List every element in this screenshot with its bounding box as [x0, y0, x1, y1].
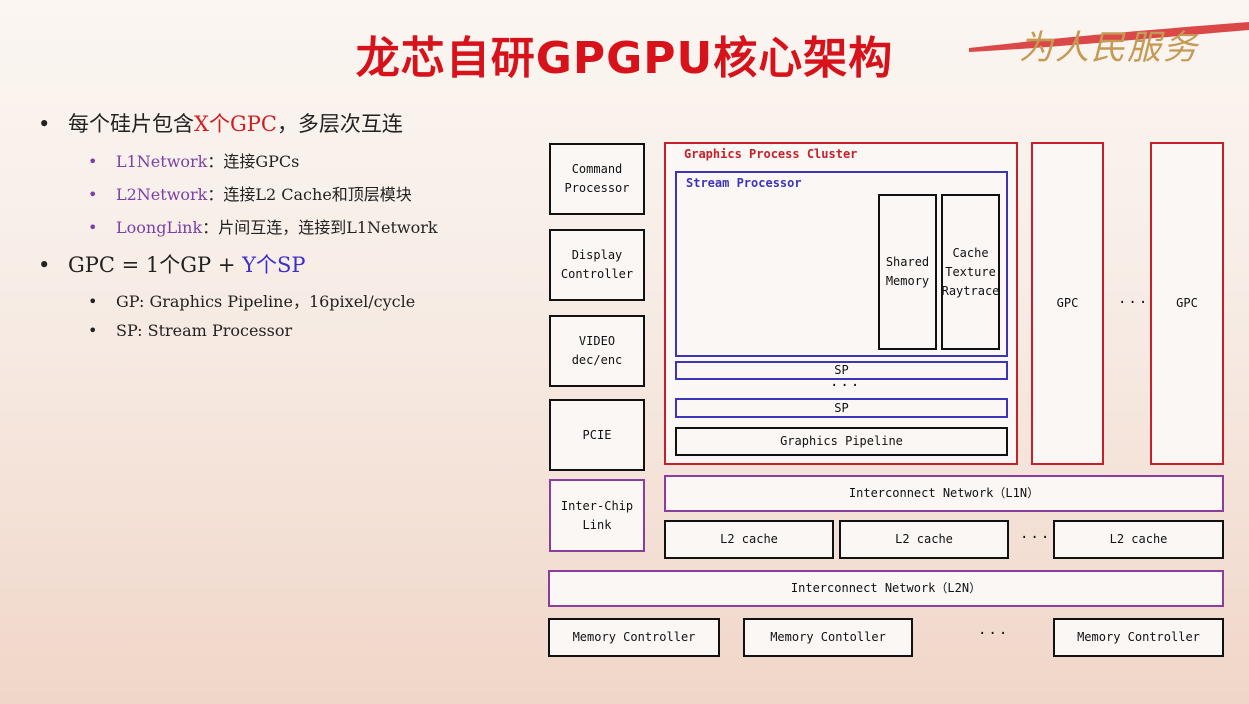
bullet-l2network: •L2Network：连接L2 Cache和顶层模块 — [88, 185, 412, 204]
l2-cache-2: L2 cache — [839, 520, 1009, 559]
sp-row-1: SP — [675, 361, 1008, 380]
logo-brush-stroke-icon — [969, 22, 1249, 52]
sp-row-2: SP — [675, 398, 1008, 418]
logo: 为人民服务 — [959, 10, 1249, 70]
slide-title: 龙芯自研GPGPU核心架构 — [355, 33, 894, 84]
memory-controller-ellipsis: ··· — [978, 626, 1010, 642]
graphics-pipeline-block: Graphics Pipeline — [675, 427, 1008, 456]
gpc-block-b: GPC — [1150, 142, 1224, 465]
sp-ellipsis: ··· — [830, 378, 862, 394]
interconnect-network-l2n: Interconnect Network（L2N） — [548, 570, 1224, 607]
l2-cache-ellipsis: ··· — [1020, 530, 1052, 546]
l2-cache-1: L2 cache — [664, 520, 834, 559]
logo-calligraphy: 为人民服务 — [1019, 28, 1199, 68]
memory-controller-1: Memory Controller — [548, 618, 720, 657]
gpc-cluster-title: Graphics Process Cluster — [684, 147, 858, 161]
gpc-block-a: GPC — [1031, 142, 1104, 465]
bullet-gpc-composition: •GPC = 1个GP + Y个SP — [38, 253, 306, 277]
interconnect-network-l1n: Interconnect Network（L1N） — [664, 475, 1224, 512]
bullet-loonglink: •LoongLink：片间互连，连接到L1Network — [88, 218, 438, 237]
bullet-gp: •GP: Graphics Pipeline，16pixel/cycle — [88, 292, 416, 311]
stream-processor-title: Stream Processor — [686, 176, 802, 190]
bullet-l1network: •L1Network：连接GPCs — [88, 152, 300, 171]
gpc-ellipsis: ··· — [1118, 295, 1150, 311]
bullet-sp: •SP: Stream Processor — [88, 321, 293, 340]
memory-controller-3: Memory Controller — [1053, 618, 1224, 657]
bullet-gpc-count: •每个硅片包含X个GPC，多层次互连 — [38, 112, 403, 136]
l2-cache-3: L2 cache — [1053, 520, 1224, 559]
pcie-block: PCIE — [549, 399, 645, 471]
memory-controller-2: Memory Contoller — [743, 618, 913, 657]
